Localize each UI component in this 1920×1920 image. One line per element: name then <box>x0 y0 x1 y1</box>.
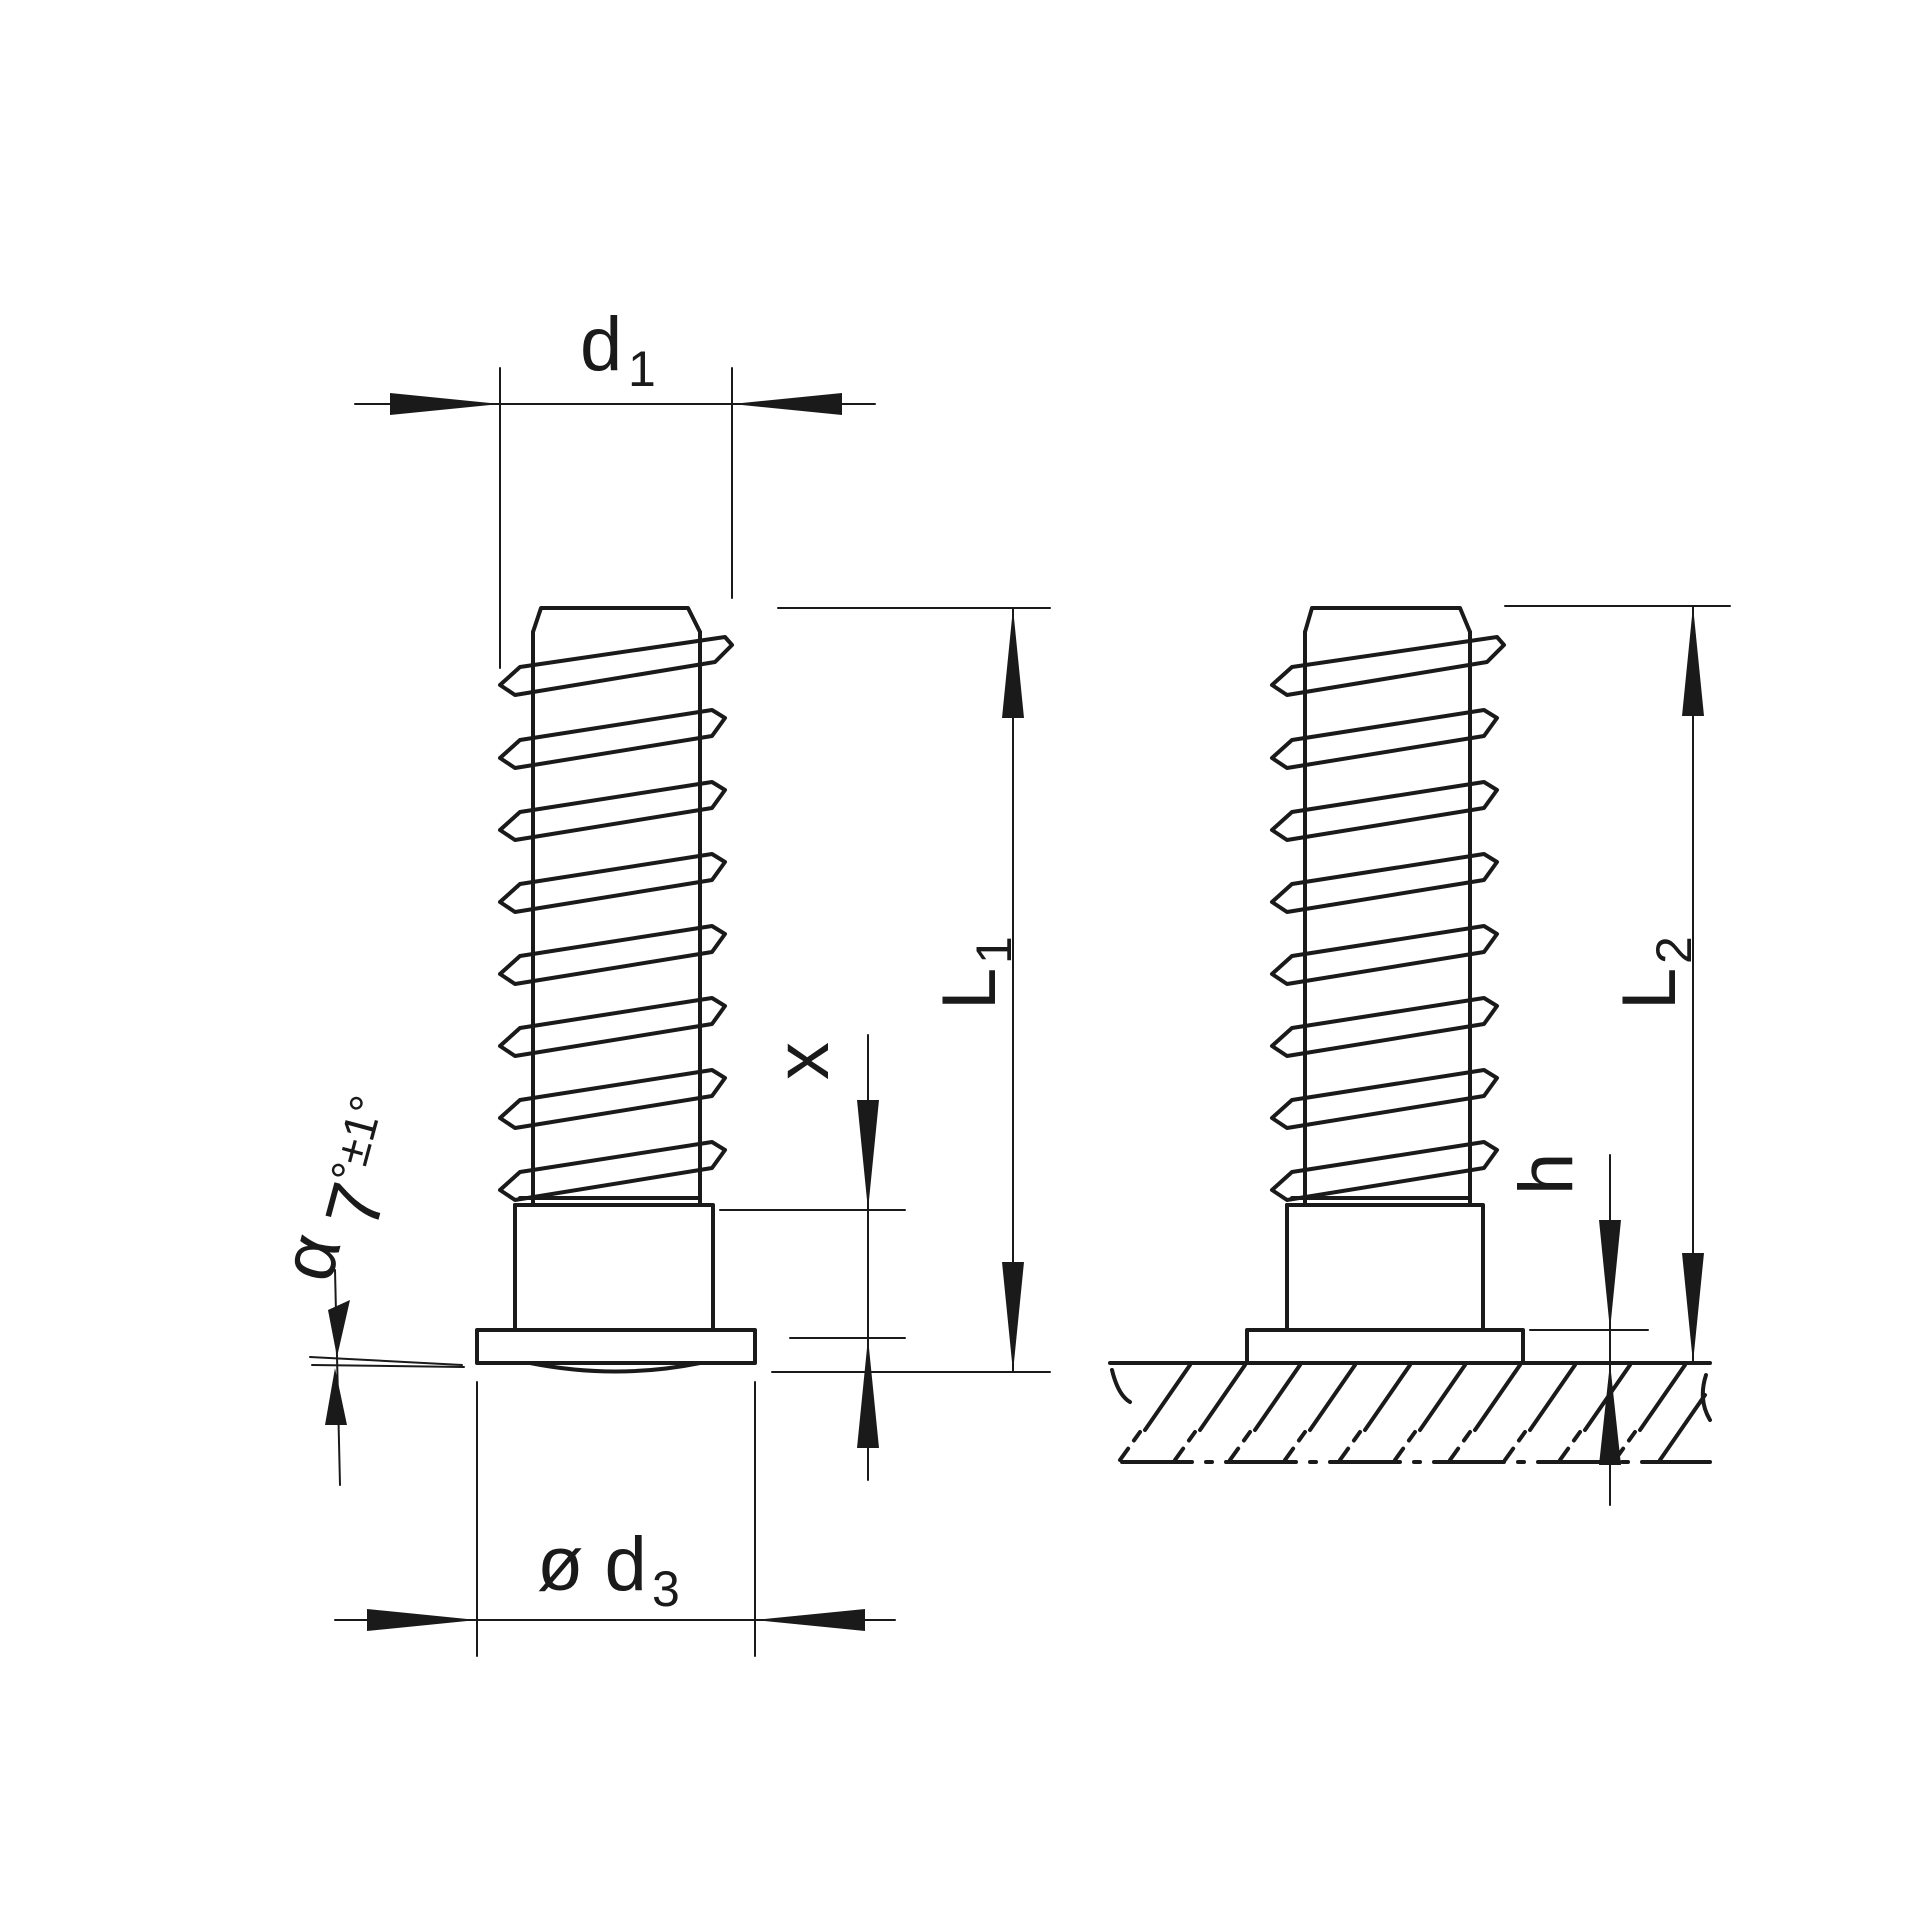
d1-subscript: 1 <box>628 341 656 397</box>
screw-right-tip <box>1303 606 1472 634</box>
alpha-label: α <box>264 1225 357 1289</box>
L1-label: L <box>927 968 1012 1010</box>
dimension-h: h <box>1504 1153 1649 1506</box>
dimension-alpha: α 7 °±1° <box>264 1090 465 1486</box>
dimension-d3: ø d 3 <box>334 1381 896 1657</box>
dimension-L1: L 1 <box>771 607 1051 1373</box>
screw-left-tip <box>531 606 702 634</box>
screw-right-flange <box>1245 1328 1525 1365</box>
screw-left <box>475 606 757 1374</box>
ground-hatching <box>1108 1361 1712 1464</box>
screw-left-shank <box>513 1203 715 1332</box>
dimension-d1: d 1 <box>354 302 876 669</box>
h-label: h <box>1504 1153 1589 1195</box>
x-label: x <box>760 1042 845 1080</box>
L2-subscript: 2 <box>1646 936 1702 964</box>
dimension-L2: L 2 <box>1504 605 1731 1364</box>
d3-subscript: 3 <box>652 1561 680 1617</box>
screw-left-flange-bottom <box>528 1361 702 1374</box>
L2-label: L <box>1607 968 1692 1010</box>
angle-tolerance: °±1° <box>320 1090 393 1188</box>
screw-right-shank <box>1285 1203 1485 1332</box>
dimension-x: x <box>719 1034 906 1481</box>
screw-left-flange <box>475 1328 757 1365</box>
d3-label: ø d <box>537 1522 647 1607</box>
L1-subscript: 1 <box>966 936 1022 964</box>
d1-label: d <box>580 302 622 387</box>
screw-right <box>1245 606 1525 1365</box>
